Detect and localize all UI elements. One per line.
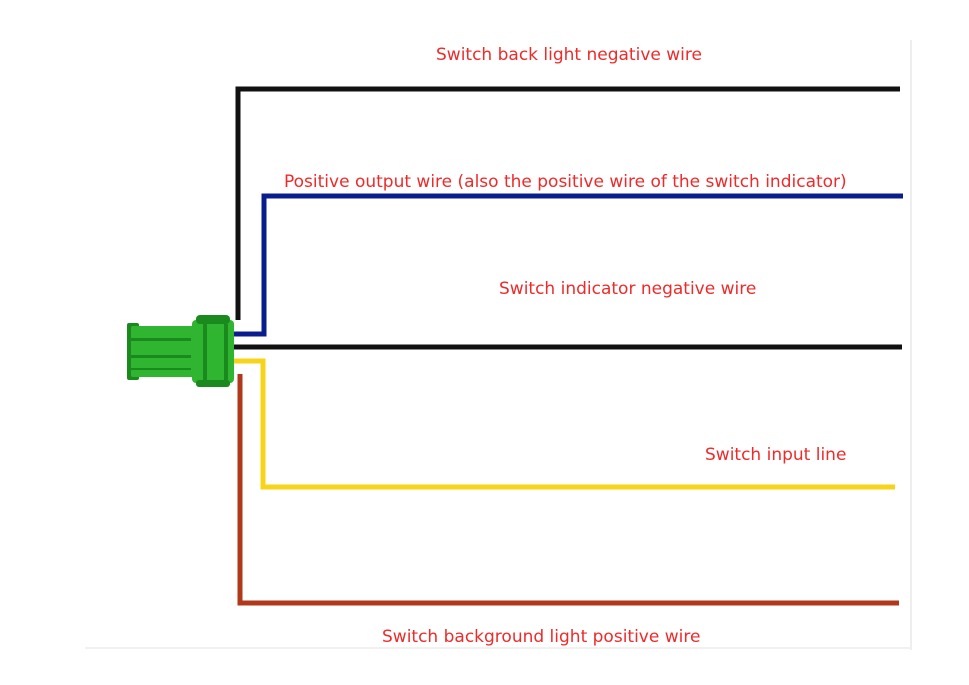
wire-positive-output (234, 193, 903, 337)
label-indicator-negative: Switch indicator negative wire (499, 279, 757, 299)
label-positive-output: Positive output wire (also the positive … (284, 172, 847, 192)
label-backlight-negative: Switch back light negative wire (436, 45, 702, 65)
wire-backlight-positive (237, 374, 899, 606)
wire-input-line (234, 358, 895, 490)
wire-backlight-negative (235, 86, 900, 320)
label-background-light-positive: Switch background light positive wire (382, 627, 701, 647)
connector-icon (127, 315, 234, 387)
label-input-line: Switch input line (705, 445, 847, 465)
